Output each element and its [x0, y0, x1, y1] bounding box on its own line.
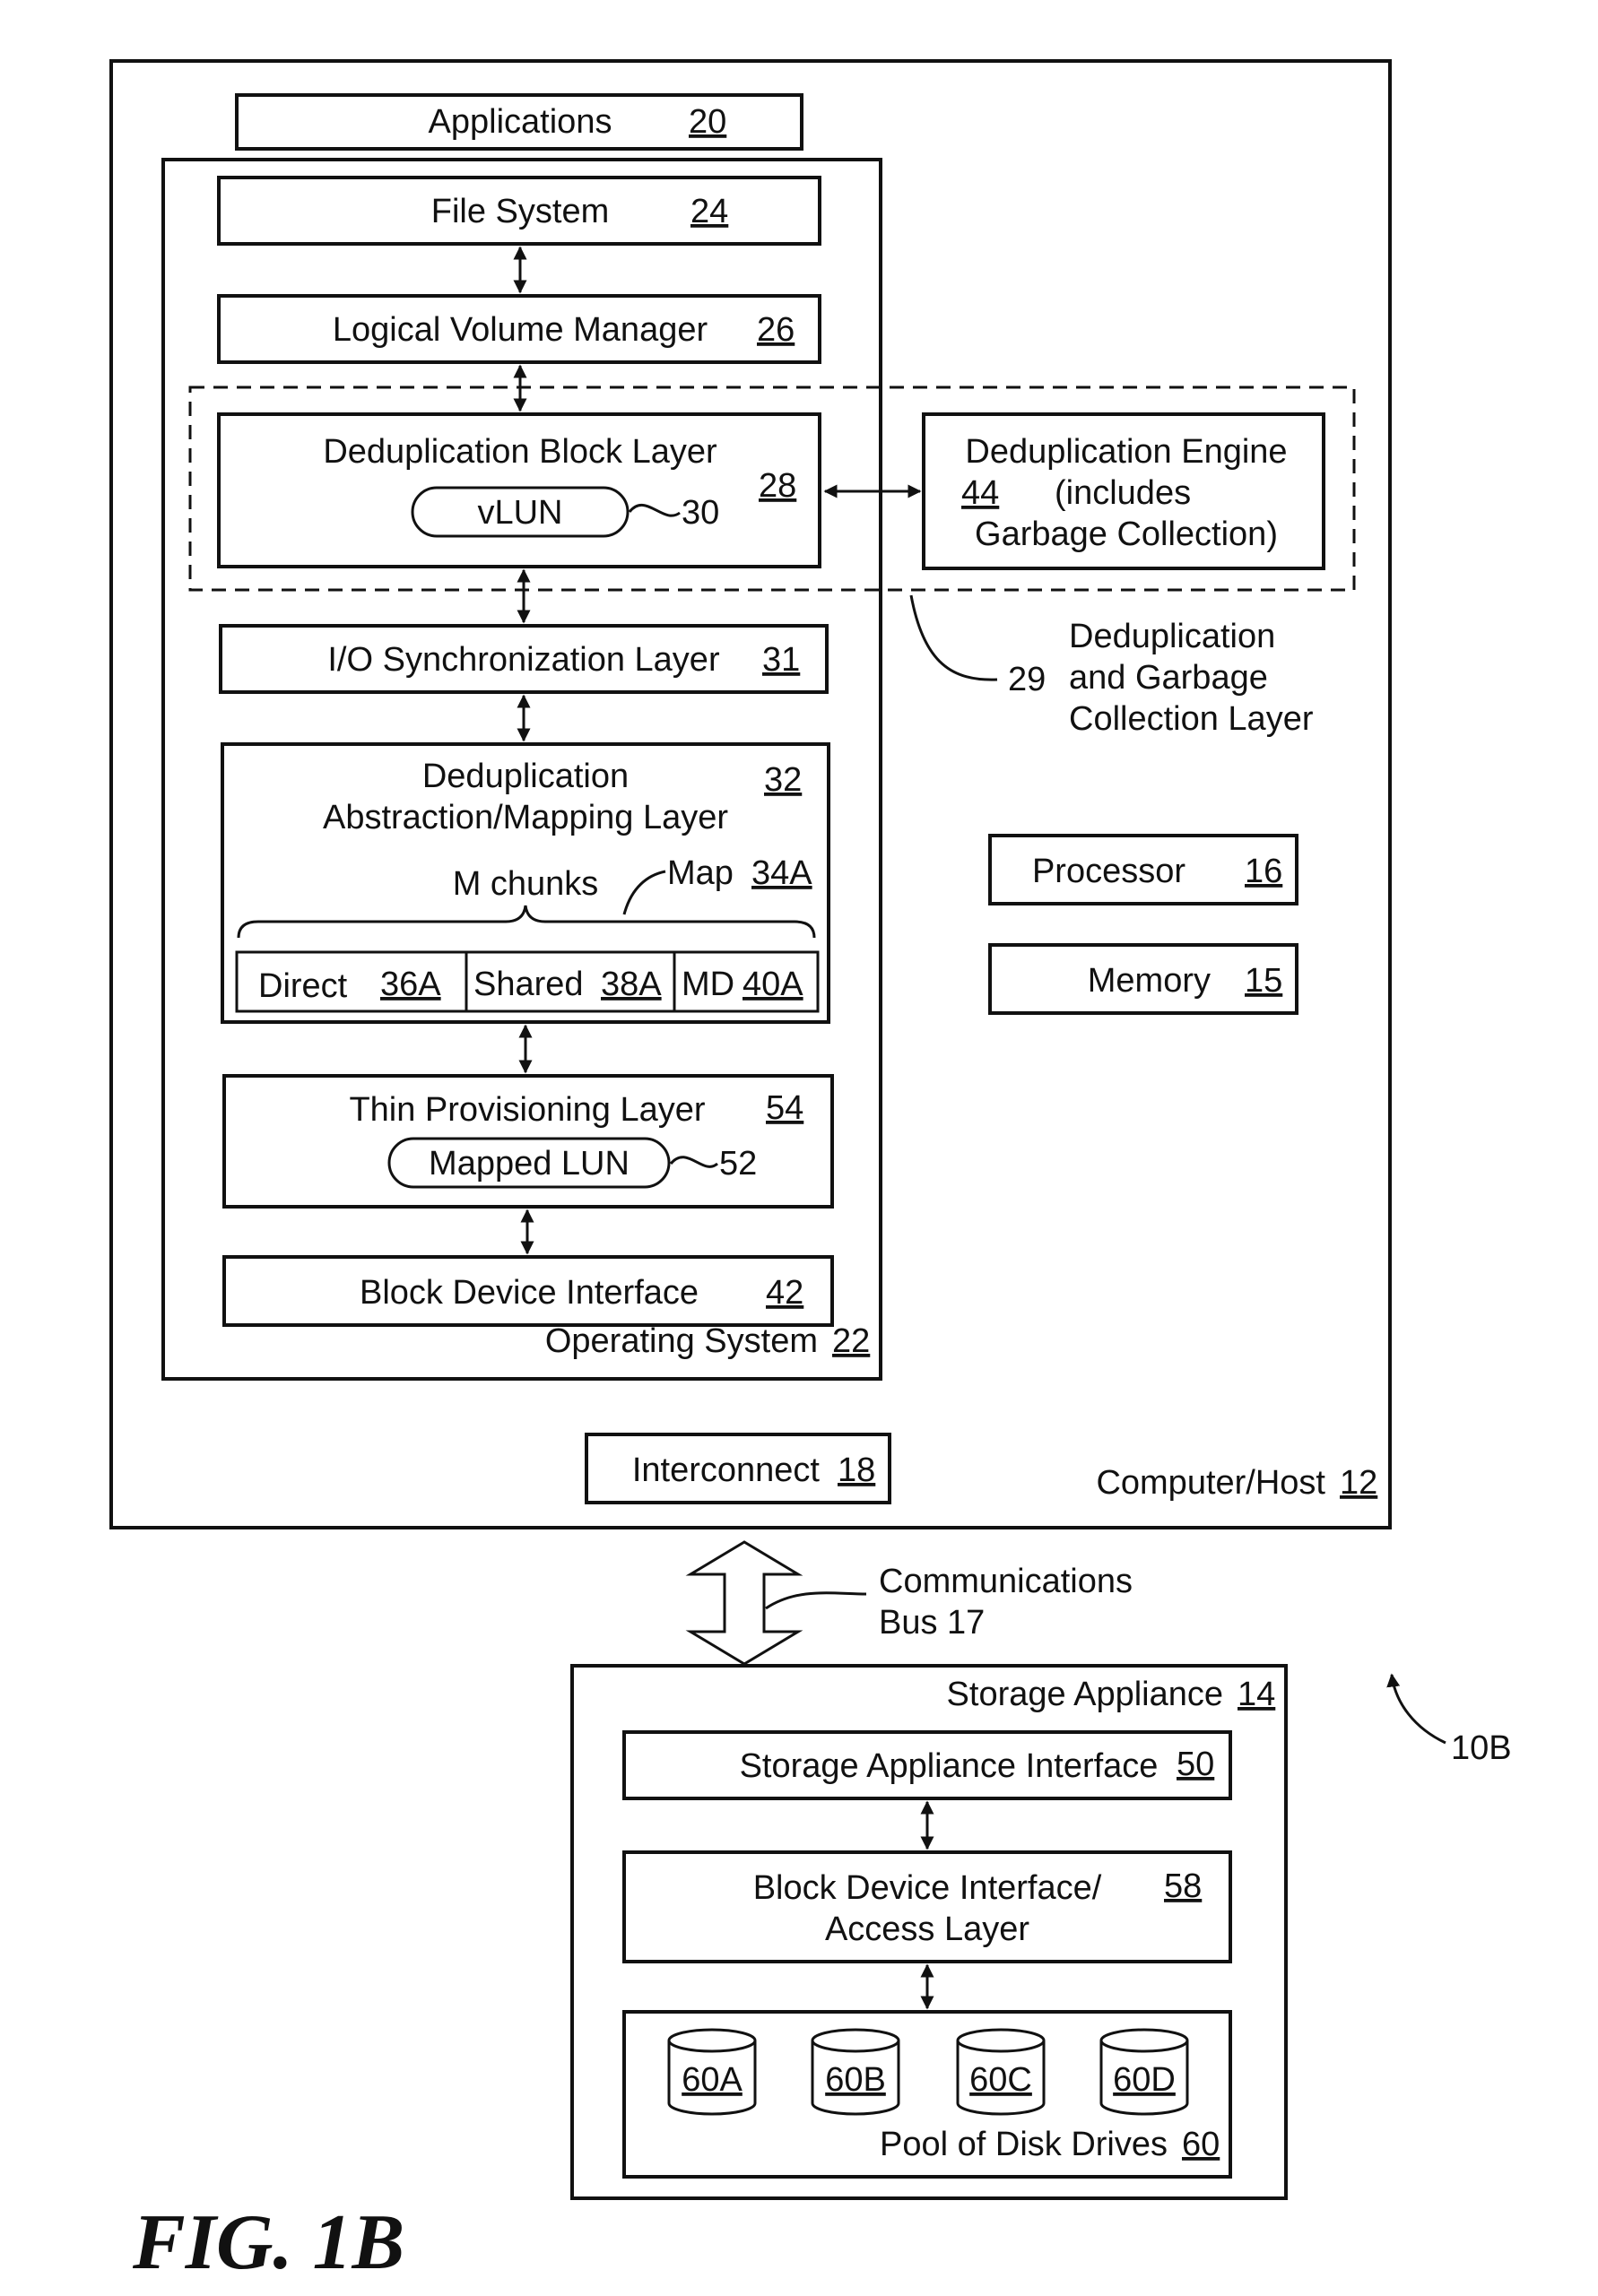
disk-drive: 60C — [958, 2030, 1044, 2114]
disk-drive: 60B — [812, 2030, 899, 2114]
disk-drive-top — [958, 2030, 1044, 2051]
map-ref: 34A — [751, 854, 812, 892]
disk-drive-top — [1101, 2030, 1187, 2051]
disk-label: 60D — [1113, 2061, 1176, 2099]
applications-label: Applications — [429, 103, 612, 141]
mapping-layer-line2: Abstraction/Mapping Layer — [323, 799, 728, 836]
bus-line2: Bus 17 — [879, 1604, 985, 1642]
operating-system-ref: 22 — [832, 1322, 870, 1360]
disk-pool-ref: 60 — [1182, 2126, 1220, 2163]
md-ref: 40A — [743, 966, 803, 1003]
lvm-ref: 26 — [757, 311, 795, 349]
disk-drive: 60A — [669, 2030, 755, 2114]
computer-host-ref: 12 — [1340, 1464, 1377, 1502]
dedup-engine-line3: Garbage Collection) — [975, 516, 1278, 553]
dedup-gc-line1: Deduplication — [1069, 618, 1275, 655]
access-layer-line2: Access Layer — [825, 1910, 1029, 1948]
operating-system-label: Operating System — [545, 1322, 818, 1360]
m-chunks-label: M chunks — [453, 865, 599, 903]
direct-label: Direct — [258, 967, 348, 1005]
disk-drive: 60D — [1101, 2030, 1187, 2114]
dedup-engine-line2: (includes — [1055, 474, 1191, 512]
system-ref: 10B — [1451, 1729, 1512, 1767]
mapped-lun-ref: 52 — [719, 1145, 757, 1183]
processor-ref: 16 — [1245, 853, 1282, 890]
bdi-ref: 42 — [766, 1274, 803, 1312]
io-sync-ref: 31 — [762, 641, 800, 679]
mapping-layer-ref: 32 — [764, 761, 802, 799]
disk-label: 60B — [825, 2061, 886, 2099]
processor-label: Processor — [1032, 853, 1185, 890]
mapped-lun-label: Mapped LUN — [429, 1145, 630, 1183]
applications-ref: 20 — [689, 103, 726, 141]
file-system-label: File System — [431, 193, 609, 230]
storage-appliance-label: Storage Appliance — [947, 1676, 1223, 1713]
lvm-label: Logical Volume Manager — [333, 311, 708, 349]
disk-drive-top — [669, 2030, 755, 2051]
shared-ref: 38A — [601, 966, 662, 1003]
interconnect-label: Interconnect — [632, 1451, 821, 1489]
file-system-ref: 24 — [690, 193, 728, 230]
dedup-block-layer-ref: 28 — [759, 467, 796, 505]
storage-interface-label: Storage Appliance Interface — [740, 1747, 1159, 1785]
vlun-label: vLUN — [477, 494, 562, 532]
dedup-gc-line2: and Garbage — [1069, 659, 1268, 697]
access-layer-ref: 58 — [1164, 1867, 1202, 1905]
vlun-ref: 30 — [682, 494, 719, 532]
map-label: Map — [667, 854, 734, 892]
system-ref-leader — [1392, 1675, 1446, 1743]
thin-provisioning-ref: 54 — [766, 1089, 803, 1127]
memory-ref: 15 — [1245, 962, 1282, 1000]
computer-host-label: Computer/Host — [1096, 1464, 1325, 1502]
storage-interface-ref: 50 — [1177, 1746, 1214, 1783]
disk-label: 60A — [682, 2061, 743, 2099]
thin-provisioning-label: Thin Provisioning Layer — [349, 1091, 705, 1129]
disk-pool-label: Pool of Disk Drives — [880, 2126, 1168, 2163]
dedup-block-layer-label: Deduplication Block Layer — [323, 433, 717, 471]
disk-label: 60C — [969, 2061, 1032, 2099]
access-layer-line1: Block Device Interface/ — [753, 1869, 1102, 1907]
memory-label: Memory — [1088, 962, 1211, 1000]
shared-label: Shared — [473, 966, 584, 1003]
figure-label: FIG. 1B — [132, 2199, 404, 2286]
dedup-engine-ref: 44 — [961, 474, 999, 512]
bdi-label: Block Device Interface — [360, 1274, 699, 1312]
mapping-layer-line1: Deduplication — [422, 758, 629, 795]
direct-ref: 36A — [380, 966, 441, 1003]
interconnect-ref: 18 — [838, 1451, 875, 1489]
disk-drive-top — [812, 2030, 899, 2051]
dedup-gc-ref: 29 — [1008, 661, 1046, 698]
communications-bus-arrow — [690, 1542, 798, 1664]
dedup-gc-line3: Collection Layer — [1069, 700, 1314, 738]
storage-appliance-ref: 14 — [1238, 1676, 1275, 1713]
bus-leader — [766, 1593, 866, 1608]
bus-line1: Communications — [879, 1563, 1133, 1600]
md-label: MD — [682, 966, 734, 1003]
dedup-engine-line1: Deduplication Engine — [965, 433, 1287, 471]
io-sync-label: I/O Synchronization Layer — [327, 641, 720, 679]
